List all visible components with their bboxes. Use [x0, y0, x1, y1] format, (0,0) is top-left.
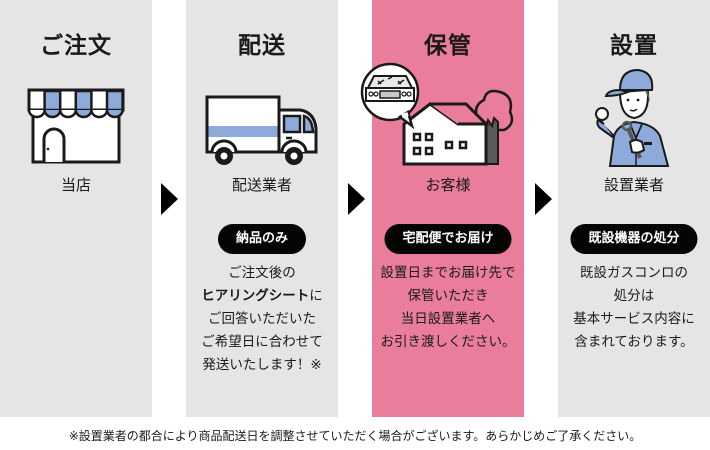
step-actor-label: 当店 [60, 176, 91, 194]
description-text: に [309, 288, 323, 304]
store-icon [0, 88, 152, 166]
step-title: 保管 [424, 33, 472, 59]
step-actor-label: 配送業者 [231, 176, 292, 194]
step-delivery-panel: 配送 配送業者 納品のみ ご注文後の ヒアリングシートに ご回答いただいた ご希… [186, 0, 338, 417]
installer-worker-icon [558, 66, 710, 168]
description-line: 発送いたします！※ [202, 357, 322, 373]
description-line: 既設ガスコンロの [580, 265, 688, 281]
house-with-gas-stove-icon [360, 62, 514, 168]
step-description: 設置日までお届け先で 保管いただき 当日設置業者へ お引き渡しください。 [372, 262, 524, 354]
description-line: 保管いただき [407, 288, 489, 304]
truck-icon [186, 94, 338, 168]
description-line: ご注文後の [228, 265, 296, 281]
arrow-right-icon [535, 183, 552, 215]
description-line: ご希望日に合わせて [201, 334, 323, 350]
description-line: 基本サービス内容に [573, 311, 695, 327]
step-title: ご注文 [40, 33, 112, 59]
hearing-sheet-emphasis: ヒアリングシート [201, 288, 310, 304]
arrow-right-icon [348, 183, 365, 215]
step-actor-label: 設置業者 [603, 176, 664, 194]
description-line: 含まれております。 [574, 334, 694, 350]
delivery-method-badge: 納品のみ [217, 224, 307, 254]
description-line: ヒアリングシートに [186, 285, 338, 308]
footnote: ※設置業者の都合により商品配送日を調整させていただく場合がございます。あらかじめ… [68, 429, 642, 443]
description-line: 当日設置業者へ [400, 311, 496, 327]
step-description: 既設ガスコンロの 処分は 基本サービス内容に 含まれております。 [558, 262, 710, 354]
step-title: 配送 [238, 33, 286, 59]
arrow-right-icon [161, 183, 178, 215]
disposal-badge: 既設機器の処分 [570, 224, 698, 254]
step-title: 設置 [610, 33, 658, 59]
description-line: お引き渡しください。 [380, 334, 516, 350]
delivery-method-badge: 宅配便でお届け [384, 224, 512, 254]
step-installation-panel: 設置 設置業者 既設機器の処分 既設ガ [558, 0, 710, 417]
step-order-panel: ご注文 当店 [0, 0, 152, 417]
step-storage-panel: 保管 [360, 0, 524, 417]
step-actor-label: お客様 [425, 176, 471, 194]
description-line: 処分は [613, 288, 655, 304]
description-line: 設置日までお届け先で [380, 265, 516, 281]
description-line: ご回答いただいた [208, 311, 316, 327]
step-description: ご注文後の ヒアリングシートに ご回答いただいた ご希望日に合わせて 発送いたし… [186, 262, 338, 377]
